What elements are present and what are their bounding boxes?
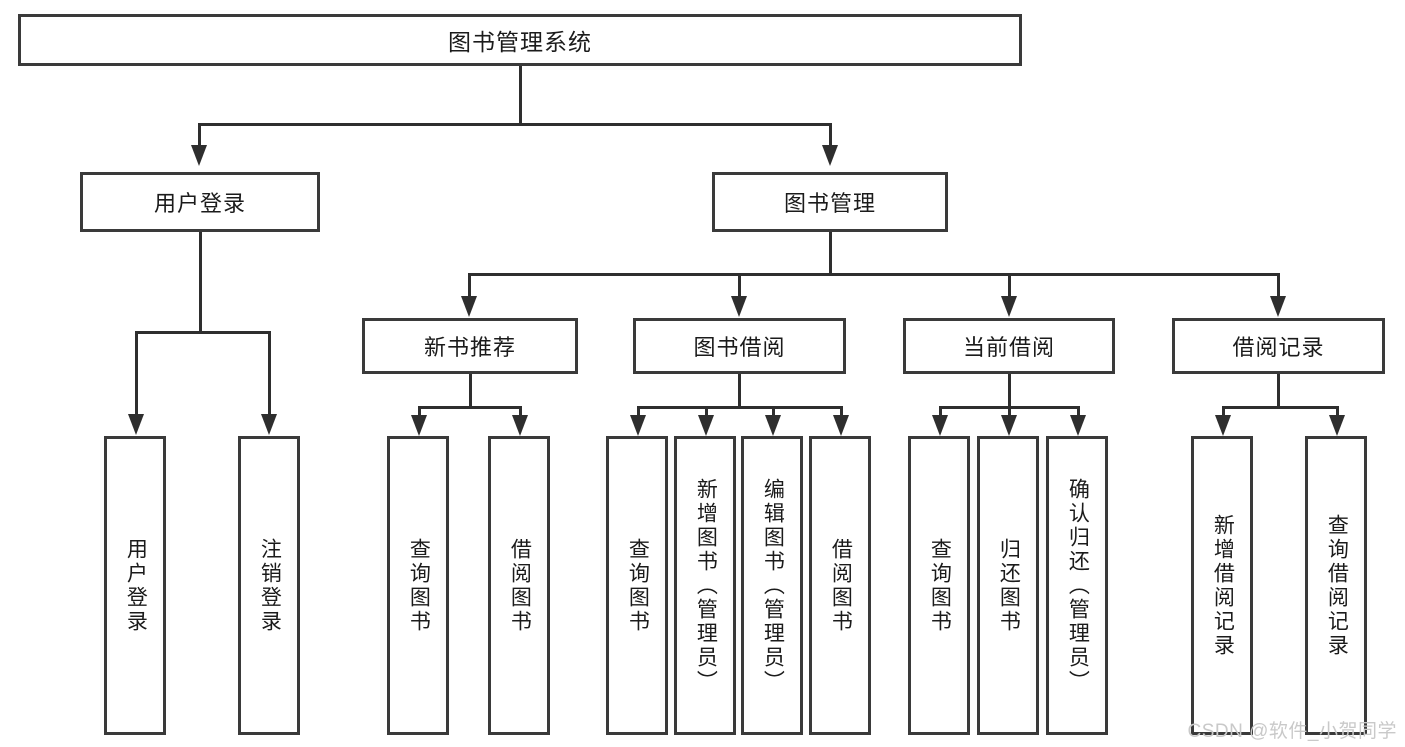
leaf-edit-book-admin: 编辑图书（管理员） — [741, 436, 803, 735]
arrow-borrowrecord-to-leaf1 — [1215, 415, 1231, 436]
connector-newbook-to-leaf2 — [519, 406, 522, 417]
leaf-query-borrow-record: 查询借阅记录 — [1305, 436, 1367, 735]
connector-bookborrow-bus — [637, 406, 843, 409]
leaf-borrow-book-borrow: 借阅图书 — [809, 436, 871, 735]
leaf-add-book-admin: 新增图书（管理员） — [674, 436, 736, 735]
node-label: 新增图书（管理员） — [694, 477, 718, 694]
node-borrow-record: 借阅记录 — [1172, 318, 1385, 374]
arrow-login-to-leaf1 — [128, 414, 144, 435]
arrow-bookmgmt-to-borrow — [731, 296, 747, 317]
node-book-management: 图书管理 — [712, 172, 948, 232]
arrow-borrowrecord-to-leaf2 — [1329, 415, 1345, 436]
connector-root-to-login — [198, 123, 201, 145]
leaf-logout: 注销登录 — [238, 436, 300, 735]
arrow-bookborrow-to-leaf4 — [833, 415, 849, 436]
node-label: 新书推荐 — [423, 335, 516, 360]
connector-bookborrow-to-leaf2 — [705, 406, 708, 417]
node-label: 用户登录 — [124, 537, 148, 634]
connector-bookmgmt-bus — [468, 273, 1280, 276]
arrow-currentborrow-to-leaf2 — [1001, 415, 1017, 436]
leaf-query-book-borrow: 查询图书 — [606, 436, 668, 735]
node-new-book-recommend: 新书推荐 — [362, 318, 578, 374]
arrow-currentborrow-to-leaf3 — [1070, 415, 1086, 436]
leaf-borrow-book-newbook: 借阅图书 — [488, 436, 550, 735]
leaf-query-book-current: 查询图书 — [908, 436, 970, 735]
arrow-newbook-to-leaf1 — [411, 415, 427, 436]
node-root-system: 图书管理系统 — [18, 14, 1022, 66]
arrow-bookborrow-to-leaf2 — [698, 415, 714, 436]
connector-borrowrecord-to-leaf1 — [1222, 406, 1225, 417]
node-label: 归还图书 — [997, 537, 1021, 634]
node-label: 借阅图书 — [508, 537, 532, 634]
node-label: 图书借阅 — [693, 335, 786, 360]
node-label: 查询借阅记录 — [1325, 513, 1349, 658]
connector-root-to-bookmgmt — [829, 123, 832, 145]
connector-bookborrow-stem — [738, 374, 741, 408]
connector-bookmgmt-stem — [829, 232, 832, 275]
connector-newbook-bus — [418, 406, 522, 409]
node-user-login: 用户登录 — [80, 172, 320, 232]
connector-login-bus — [135, 331, 271, 334]
connector-borrowrecord-to-leaf2 — [1336, 406, 1339, 417]
connector-login-to-leaf1 — [135, 331, 138, 415]
node-label: 借阅图书 — [829, 537, 853, 634]
connector-currentborrow-stem — [1008, 374, 1011, 408]
node-label: 图书管理 — [783, 191, 876, 216]
node-book-borrow: 图书借阅 — [633, 318, 846, 374]
node-label: 查询图书 — [626, 537, 650, 634]
connector-login-to-leaf2 — [268, 331, 271, 415]
connector-root-stem — [519, 66, 522, 124]
connector-bookmgmt-to-new — [468, 273, 471, 297]
connector-newbook-to-leaf1 — [418, 406, 421, 417]
arrow-currentborrow-to-leaf1 — [932, 415, 948, 436]
node-label: 查询图书 — [407, 537, 431, 634]
node-current-borrow: 当前借阅 — [903, 318, 1115, 374]
arrow-bookborrow-to-leaf1 — [630, 415, 646, 436]
connector-currentborrow-to-leaf2 — [1008, 406, 1011, 417]
node-label: 当前借阅 — [962, 335, 1055, 360]
arrow-root-to-login — [191, 145, 207, 166]
arrow-bookborrow-to-leaf3 — [765, 415, 781, 436]
arrow-newbook-to-leaf2 — [512, 415, 528, 436]
arrow-bookmgmt-to-record — [1270, 296, 1286, 317]
node-label: 新增借阅记录 — [1211, 513, 1235, 658]
node-label: 图书管理系统 — [448, 29, 592, 55]
connector-root-bus — [198, 123, 832, 126]
connector-bookmgmt-to-borrow — [738, 273, 741, 297]
leaf-user-login: 用户登录 — [104, 436, 166, 735]
node-label: 用户登录 — [153, 191, 246, 216]
connector-login-stem — [199, 232, 202, 333]
arrow-bookmgmt-to-current — [1001, 296, 1017, 317]
leaf-return-book: 归还图书 — [977, 436, 1039, 735]
connector-bookborrow-to-leaf4 — [840, 406, 843, 417]
arrow-bookmgmt-to-new — [461, 296, 477, 317]
connector-borrowrecord-stem — [1277, 374, 1280, 408]
node-label: 查询图书 — [928, 537, 952, 634]
leaf-query-book-newbook: 查询图书 — [387, 436, 449, 735]
connector-bookmgmt-to-current — [1008, 273, 1011, 297]
connector-currentborrow-to-leaf1 — [939, 406, 942, 417]
arrow-login-to-leaf2 — [261, 414, 277, 435]
connector-borrowrecord-bus — [1222, 406, 1339, 409]
node-label: 借阅记录 — [1232, 335, 1325, 360]
leaf-add-borrow-record: 新增借阅记录 — [1191, 436, 1253, 735]
connector-bookborrow-to-leaf1 — [637, 406, 640, 417]
node-label: 确认归还（管理员） — [1066, 477, 1090, 694]
arrow-root-to-bookmgmt — [822, 145, 838, 166]
node-label: 注销登录 — [258, 537, 282, 634]
node-label: 编辑图书（管理员） — [761, 477, 785, 694]
connector-newbook-stem — [469, 374, 472, 408]
leaf-confirm-return-admin: 确认归还（管理员） — [1046, 436, 1108, 735]
connector-currentborrow-to-leaf3 — [1077, 406, 1080, 417]
connector-bookmgmt-to-record — [1277, 273, 1280, 297]
connector-bookborrow-to-leaf3 — [772, 406, 775, 417]
csdn-watermark: CSDN @软件_小贺同学 — [1187, 721, 1397, 742]
